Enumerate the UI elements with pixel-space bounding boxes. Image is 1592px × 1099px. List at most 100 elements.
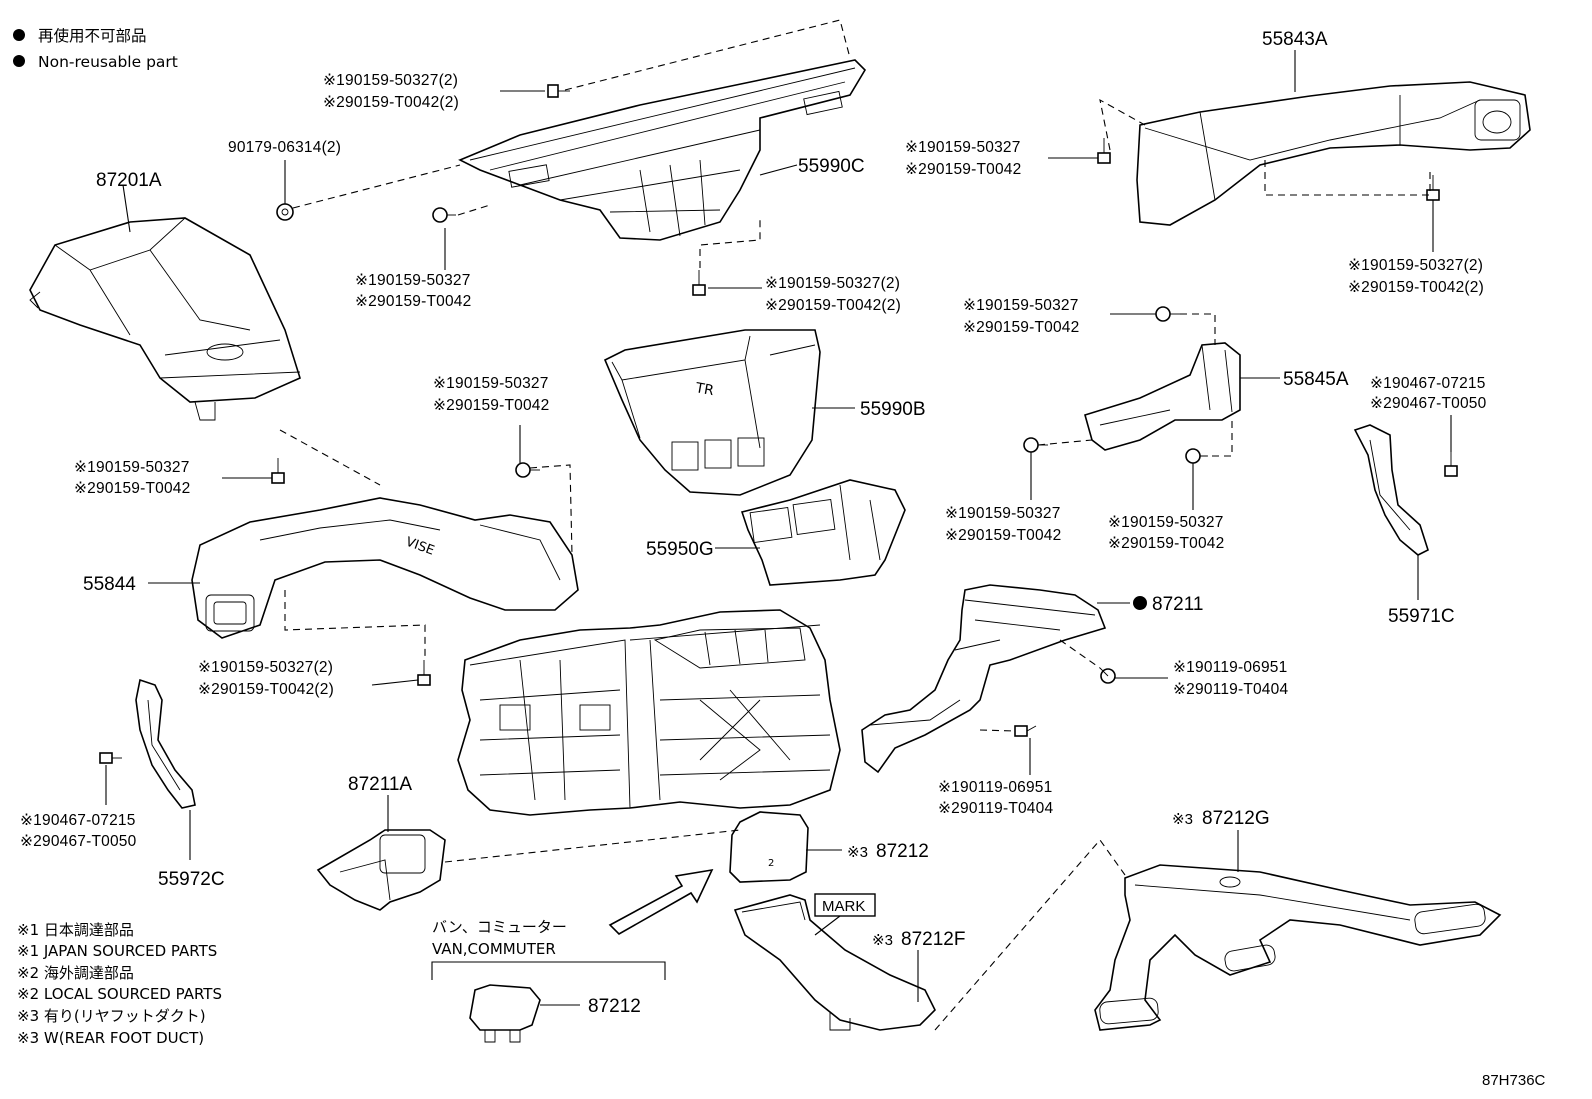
mark-label: MARK bbox=[822, 898, 865, 915]
note-3: ※2 海外調達部品 bbox=[17, 964, 134, 982]
ref-6a: ※190159-50327(2) bbox=[1348, 257, 1483, 274]
label-55990C: 55990C bbox=[798, 156, 865, 177]
part-55972C-drawing bbox=[135, 678, 196, 809]
footnotes: ※1 日本調達部品 ※1 JAPAN SOURCED PARTS ※2 海外調達… bbox=[17, 921, 222, 1047]
ref-10b: ※290159-T0042 bbox=[74, 480, 190, 497]
van-bracket bbox=[431, 961, 666, 980]
ref-16a: ※190467-07215 bbox=[20, 812, 136, 829]
part-87212F-drawing bbox=[733, 893, 936, 1031]
ref-14a: ※190119-06951 bbox=[1173, 659, 1287, 676]
label-87211A: 87211A bbox=[348, 774, 412, 795]
note-4: ※2 LOCAL SOURCED PARTS bbox=[17, 985, 222, 1003]
label-55971C: 55971C bbox=[1388, 606, 1455, 627]
fasteners bbox=[99, 84, 1458, 764]
ref-16b: ※290467-T0050 bbox=[20, 833, 137, 850]
svg-text:TR: TR bbox=[693, 380, 715, 399]
non-reusable-dot-icon bbox=[13, 55, 25, 67]
bolt-icon bbox=[1155, 306, 1180, 322]
ref-9b: ※290467-T0050 bbox=[1370, 395, 1487, 412]
part-55990B-drawing: TR bbox=[603, 329, 821, 496]
mark-3-87212G: ※3 bbox=[1172, 811, 1193, 828]
ref-11b: ※290159-T0042 bbox=[945, 527, 1061, 544]
part-87212-van-drawing bbox=[431, 961, 666, 1043]
label-87201A: 87201A bbox=[96, 170, 162, 191]
bolt-icon bbox=[1426, 175, 1440, 201]
ref-15a: ※190119-06951 bbox=[938, 779, 1052, 796]
part-87211-drawing bbox=[861, 584, 1107, 774]
van-caption: バン、コミューター VAN,COMMUTER bbox=[432, 918, 567, 958]
note-2: ※1 JAPAN SOURCED PARTS bbox=[17, 942, 217, 960]
ref-1a: ※190159-50327(2) bbox=[323, 72, 458, 89]
mark-3-87212F: ※3 bbox=[872, 932, 893, 949]
mark-3-87212: ※3 bbox=[847, 844, 868, 861]
non-reusable-dot-icon bbox=[13, 29, 25, 41]
label-55990B: 55990B bbox=[860, 399, 926, 420]
bolt-icon bbox=[1023, 437, 1048, 453]
bolt-icon bbox=[547, 84, 570, 98]
ref-11a: ※190159-50327 bbox=[945, 505, 1061, 522]
label-87212F: 87212F bbox=[901, 929, 965, 950]
svg-text:2: 2 bbox=[768, 858, 774, 869]
leader-lines bbox=[105, 50, 1452, 1006]
note-5: ※3 有り(リヤフットダクト) bbox=[17, 1007, 206, 1025]
ref-4b: ※290159-T0042 bbox=[355, 293, 471, 310]
van-caption-en: VAN,COMMUTER bbox=[432, 940, 556, 958]
bolt-icon bbox=[271, 458, 285, 484]
legend: 再使用不可部品 Non-reusable part bbox=[13, 27, 178, 71]
assembly-dashes bbox=[279, 19, 1431, 1031]
part-55844-drawing: VISE bbox=[191, 497, 579, 639]
bolt-icon bbox=[432, 207, 456, 223]
clip-icon bbox=[276, 203, 294, 221]
part-87201A-drawing bbox=[29, 217, 301, 421]
ref-7a: ※190159-50327 bbox=[963, 297, 1079, 314]
fastener-labels: ※190159-50327(2) ※290159-T0042(2) 90179-… bbox=[20, 72, 1487, 850]
label-87212: 87212 bbox=[876, 841, 929, 862]
mark-label-box bbox=[814, 893, 876, 917]
bolt-icon bbox=[99, 752, 122, 764]
label-87212G: 87212G bbox=[1202, 808, 1270, 829]
part-87211A-drawing bbox=[316, 829, 446, 911]
ref-12a: ※190159-50327 bbox=[1108, 514, 1224, 531]
bolt-icon bbox=[1097, 138, 1111, 164]
part-55971C-drawing bbox=[1353, 424, 1429, 556]
label-87212-van: 87212 bbox=[588, 996, 641, 1017]
ref-4a: ※190159-50327 bbox=[355, 272, 471, 289]
ref-8b: ※290159-T0042 bbox=[433, 397, 549, 414]
ref-3b: ※290159-T0042 bbox=[905, 161, 1021, 178]
part-87212-drawing: 2 bbox=[729, 811, 809, 883]
bolt-icon bbox=[417, 660, 431, 686]
label-87211: 87211 bbox=[1152, 594, 1203, 615]
note-6: ※3 W(REAR FOOT DUCT) bbox=[17, 1029, 204, 1047]
bolt-icon bbox=[1099, 667, 1116, 684]
bolt-icon bbox=[1444, 452, 1458, 477]
ref-14b: ※290119-T0404 bbox=[1173, 681, 1288, 698]
label-55950G: 55950G bbox=[646, 539, 714, 560]
label-55972C: 55972C bbox=[158, 869, 225, 890]
ref-5b: ※290159-T0042(2) bbox=[765, 297, 901, 314]
label-55845A: 55845A bbox=[1283, 369, 1349, 390]
bolt-icon bbox=[1014, 725, 1037, 737]
part-87212G-drawing bbox=[1094, 864, 1502, 1031]
ref-2: 90179-06314(2) bbox=[228, 139, 341, 156]
ref-5a: ※190159-50327(2) bbox=[765, 275, 900, 292]
legend-jp: 再使用不可部品 bbox=[38, 27, 147, 45]
label-55844: 55844 bbox=[83, 574, 136, 595]
ref-1b: ※290159-T0042(2) bbox=[323, 94, 459, 111]
ref-12b: ※290159-T0042 bbox=[1108, 535, 1224, 552]
legend-en: Non-reusable part bbox=[38, 53, 178, 71]
ref-8a: ※190159-50327 bbox=[433, 375, 549, 392]
part-55950G-drawing bbox=[740, 479, 906, 586]
ref-9a: ※190467-07215 bbox=[1370, 375, 1486, 392]
diagram-code: 87H736C bbox=[1482, 1072, 1546, 1089]
part-55843A-drawing bbox=[1136, 81, 1531, 226]
bolt-icon bbox=[515, 462, 540, 478]
hvac-unit-drawing bbox=[457, 609, 841, 816]
ref-6b: ※290159-T0042(2) bbox=[1348, 279, 1484, 296]
note-1: ※1 日本調達部品 bbox=[17, 921, 134, 939]
ref-13b: ※290159-T0042(2) bbox=[198, 681, 334, 698]
van-caption-jp: バン、コミューター bbox=[432, 918, 567, 936]
part-55845A-drawing bbox=[1084, 342, 1241, 451]
ref-3a: ※190159-50327 bbox=[905, 139, 1021, 156]
ref-15b: ※290119-T0404 bbox=[938, 800, 1053, 817]
part-55990C-drawing bbox=[458, 59, 867, 241]
